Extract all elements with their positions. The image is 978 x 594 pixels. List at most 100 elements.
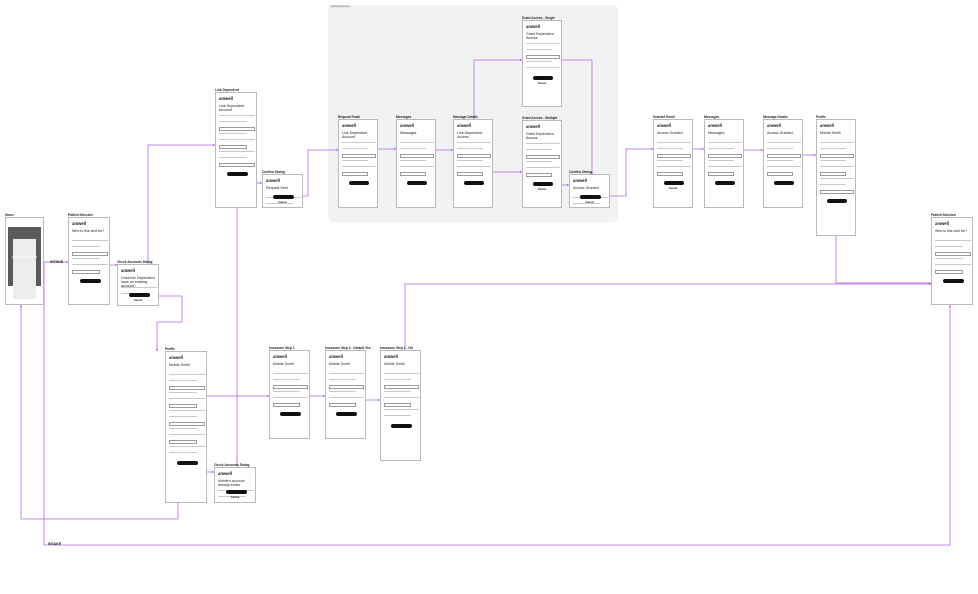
primary-button[interactable] xyxy=(664,181,684,185)
form-field[interactable] xyxy=(526,55,560,59)
amwell-logo: amwell xyxy=(266,178,280,183)
form-field[interactable] xyxy=(72,270,100,274)
primary-button[interactable] xyxy=(533,76,553,80)
primary-button[interactable] xyxy=(349,181,369,185)
form-field[interactable] xyxy=(384,403,411,407)
account-access-group-tag: Account Access xyxy=(329,5,352,8)
form-field[interactable] xyxy=(273,403,300,407)
form-field[interactable] xyxy=(457,172,483,176)
form-field[interactable] xyxy=(935,270,963,274)
primary-button[interactable] xyxy=(391,424,412,428)
primary-button[interactable] xyxy=(827,199,847,203)
cancel-button[interactable]: Cancel xyxy=(230,496,240,499)
text-line xyxy=(657,142,691,143)
text-line xyxy=(657,160,683,161)
form-field[interactable] xyxy=(708,172,734,176)
text-line xyxy=(820,184,846,185)
form-field[interactable] xyxy=(767,172,793,176)
screen-title: Mobile Smith xyxy=(384,362,405,366)
amwell-logo: amwell xyxy=(121,268,135,273)
cancel-button[interactable]: Cancel xyxy=(585,201,594,204)
form-field[interactable] xyxy=(400,172,426,176)
primary-button[interactable] xyxy=(273,195,294,199)
screen-title: Mobile Smith xyxy=(329,362,350,366)
screen-home[interactable]: Let's get started xyxy=(5,217,44,305)
form-field[interactable] xyxy=(820,172,846,176)
form-field[interactable] xyxy=(219,127,255,131)
form-field[interactable] xyxy=(767,154,801,158)
form-field[interactable] xyxy=(657,172,683,176)
text-line xyxy=(820,166,854,167)
form-field[interactable] xyxy=(169,440,197,444)
primary-button[interactable] xyxy=(128,293,150,297)
form-field[interactable] xyxy=(400,154,434,158)
primary-button[interactable] xyxy=(407,181,427,185)
primary-button[interactable] xyxy=(226,172,248,176)
cancel-button[interactable]: Cancel xyxy=(668,187,678,190)
form-field[interactable] xyxy=(169,404,197,408)
form-field[interactable] xyxy=(935,252,971,256)
form-field[interactable] xyxy=(384,385,419,389)
text-line xyxy=(169,416,197,417)
cancel-button[interactable]: Cancel xyxy=(537,188,547,191)
cancel-button[interactable]: Cancel xyxy=(133,299,143,302)
primary-button[interactable] xyxy=(774,181,794,185)
cancel-button[interactable]: Cancel xyxy=(537,82,547,85)
text-line xyxy=(400,166,434,167)
form-field[interactable] xyxy=(657,154,691,158)
primary-button[interactable] xyxy=(580,195,601,199)
connector-profile-back-home xyxy=(20,305,186,520)
primary-button[interactable] xyxy=(79,279,101,283)
cancel-button[interactable]: Cancel xyxy=(278,201,287,204)
form-field[interactable] xyxy=(72,252,108,256)
form-field[interactable] xyxy=(526,173,552,177)
primary-button[interactable] xyxy=(464,181,484,185)
form-field[interactable] xyxy=(457,154,491,158)
primary-button[interactable] xyxy=(336,412,357,416)
form-field[interactable] xyxy=(526,155,560,159)
form-field[interactable] xyxy=(820,190,854,194)
form-field[interactable] xyxy=(708,154,742,158)
form-field[interactable] xyxy=(820,154,854,158)
text-line xyxy=(169,452,197,453)
screen-label-grant-single: Grant Access - Single xyxy=(522,16,555,20)
form-field[interactable] xyxy=(219,145,247,149)
form-field[interactable] xyxy=(219,163,255,167)
primary-button[interactable] xyxy=(715,181,735,185)
primary-button[interactable] xyxy=(280,412,301,416)
primary-button[interactable] xyxy=(942,279,964,283)
primary-button[interactable] xyxy=(176,461,198,465)
primary-button[interactable] xyxy=(225,490,247,494)
text-line xyxy=(400,142,434,143)
form-field[interactable] xyxy=(169,386,205,390)
text-line xyxy=(384,379,411,380)
screen-label-link-dependent: Link Dependent xyxy=(215,88,239,92)
primary-button[interactable] xyxy=(533,182,553,186)
form-field[interactable] xyxy=(329,403,356,407)
form-field[interactable] xyxy=(169,422,205,426)
form-field[interactable] xyxy=(342,154,376,158)
form-field[interactable] xyxy=(342,172,368,176)
form-field[interactable] xyxy=(329,385,364,389)
form-field[interactable] xyxy=(273,385,308,389)
